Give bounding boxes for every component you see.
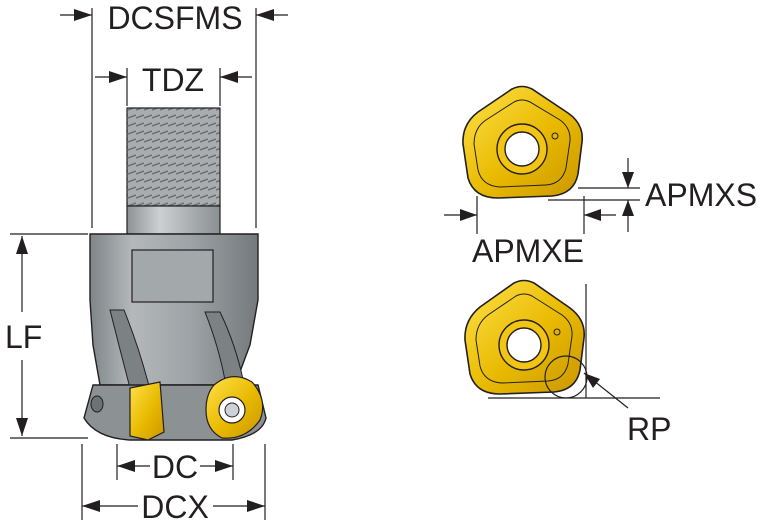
label-apmxs: APMXS (645, 177, 757, 213)
coolant-hole (90, 395, 104, 413)
label-rp: RP (627, 411, 671, 447)
dimension-dcx: DCX (81, 444, 266, 523)
wrench-flat (131, 249, 214, 303)
torx-icon (224, 402, 240, 418)
insert-hole (506, 327, 542, 363)
label-lf: LF (5, 319, 42, 355)
dimension-dcsfms: DCSFMS (60, 0, 288, 228)
insert-hole (504, 131, 540, 167)
insert-chipbreaker (473, 99, 571, 188)
insert-chipbreaker (475, 293, 573, 384)
dimension-dc: DC (116, 444, 234, 485)
dimension-apmxs: APMXS (548, 158, 757, 232)
label-tdz: TDZ (142, 62, 204, 98)
dimension-lf: LF (5, 233, 88, 439)
label-dcsfms: DCSFMS (107, 0, 242, 36)
milling-cutter-icon (83, 107, 267, 441)
dimension-rp: RP (488, 284, 671, 447)
label-dc: DC (152, 449, 198, 485)
threaded-shank (126, 107, 221, 207)
insert-icon (464, 279, 588, 399)
insert-icon (129, 381, 165, 441)
dimension-apmxe: APMXE (444, 196, 616, 269)
dimension-tdz: TDZ (95, 62, 252, 106)
label-apmxe: APMXE (472, 233, 584, 269)
shank-collar (126, 205, 221, 235)
insert-icon (462, 85, 584, 199)
label-dcx: DCX (141, 489, 209, 523)
